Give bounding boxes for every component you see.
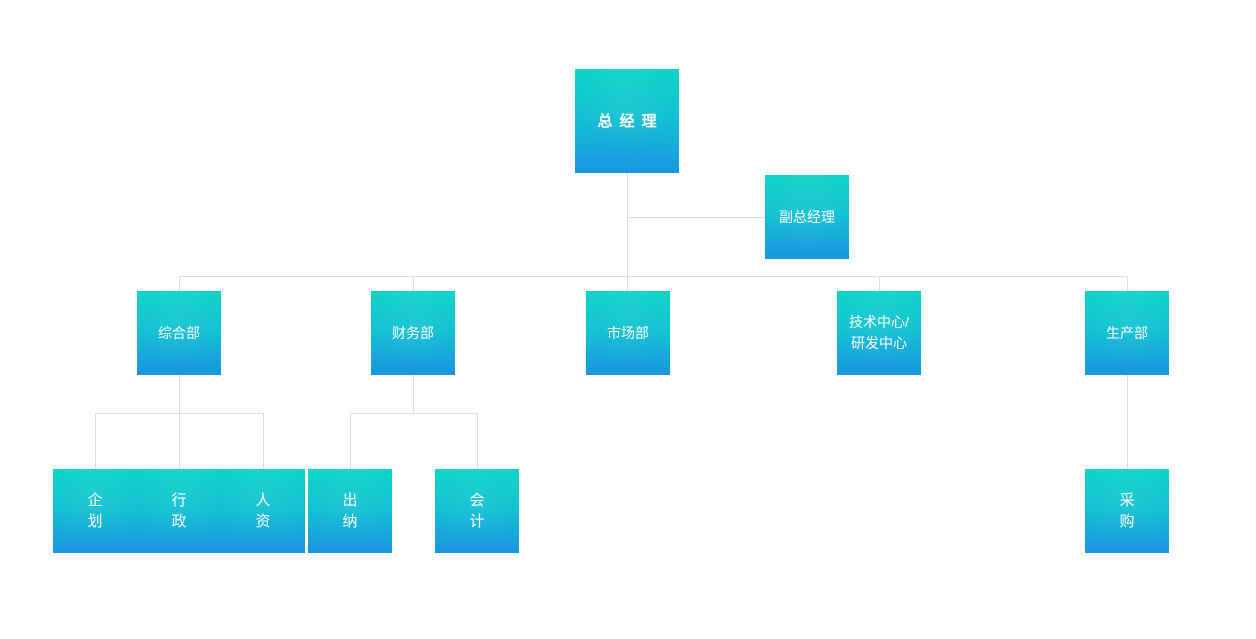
node-tech-rd-center: 技术中心/ 研发中心 (837, 291, 921, 375)
node-label: 人 资 (255, 492, 271, 530)
connector-drop-planning (95, 413, 96, 469)
node-label: 市场部 (607, 324, 649, 341)
node-marketing-dept: 市场部 (586, 291, 670, 375)
node-label: 企 划 (87, 492, 103, 530)
node-planning: 企 划 (53, 469, 137, 553)
node-label: 行 政 (171, 492, 187, 530)
connector-finance-down (413, 375, 414, 413)
node-accounting: 会 计 (435, 469, 519, 553)
node-general-manager: 总经理 (575, 69, 679, 173)
node-label: 综合部 (158, 324, 200, 341)
node-label: 会 计 (469, 492, 485, 530)
node-label: 出 纳 (342, 492, 358, 530)
node-label: 生产部 (1106, 324, 1148, 341)
connector-drop-cashier (350, 413, 351, 469)
connector-drop-finance (413, 276, 414, 291)
connector-drop-general-affairs (179, 276, 180, 291)
node-deputy-general-manager: 副总经理 (765, 175, 849, 259)
connector-gm-vertical (627, 173, 628, 291)
node-production-dept: 生产部 (1085, 291, 1169, 375)
node-label: 副总经理 (779, 208, 835, 225)
node-human-resources: 人 资 (221, 469, 305, 553)
connector-level2-bus (179, 276, 1128, 277)
node-administration: 行 政 (137, 469, 221, 553)
connector-drop-human-resources (263, 413, 264, 469)
connector-production-down (1127, 375, 1128, 469)
connector-general-affairs-bus (95, 413, 264, 414)
connector-drop-production (1127, 276, 1128, 291)
connector-general-affairs-down (179, 375, 180, 469)
node-label: 总经理 (597, 112, 664, 130)
connector-drop-accounting (477, 413, 478, 469)
node-label: 财务部 (392, 324, 434, 341)
connector-drop-tech-center (879, 276, 880, 291)
node-procurement: 采 购 (1085, 469, 1169, 553)
connector-to-deputy (628, 217, 765, 218)
node-cashier: 出 纳 (308, 469, 392, 553)
node-finance-dept: 财务部 (371, 291, 455, 375)
node-general-affairs-dept: 综合部 (137, 291, 221, 375)
node-label: 采 购 (1119, 492, 1135, 530)
node-label: 技术中心/ 研发中心 (849, 314, 909, 351)
connector-finance-bus (350, 413, 478, 414)
